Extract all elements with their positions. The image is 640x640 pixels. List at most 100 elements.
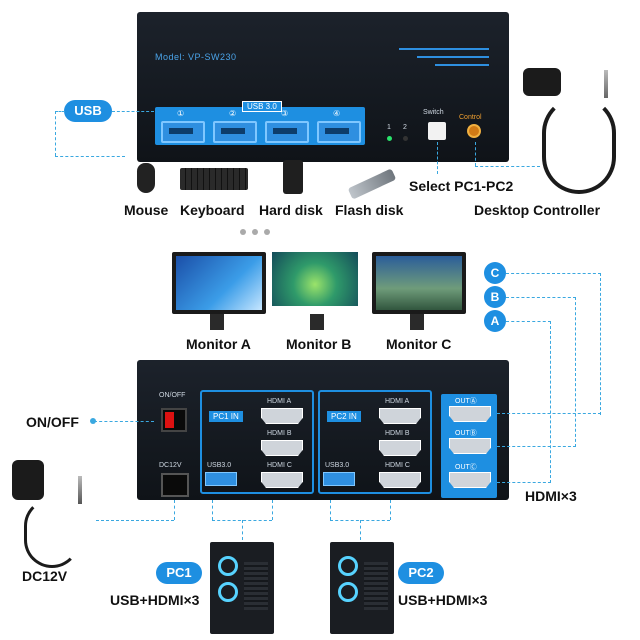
out-c-port[interactable] — [449, 472, 491, 488]
out-a-label: OUTⒶ — [455, 398, 477, 405]
pc1-hdmi-c-port[interactable] — [261, 472, 303, 488]
pc2-desc: USB+HDMI×3 — [398, 592, 488, 608]
pc1-desc: USB+HDMI×3 — [110, 592, 200, 608]
controller-line-v — [475, 142, 476, 166]
dc-port-label: DC12V — [159, 462, 182, 469]
usb-port-1[interactable] — [161, 121, 205, 143]
keyboard-label: Keyboard — [180, 202, 245, 218]
led-off — [403, 136, 408, 141]
switch-button[interactable] — [428, 122, 446, 140]
mouse-label: Mouse — [124, 202, 169, 218]
pc1-hdmi-b-port[interactable] — [261, 440, 303, 456]
on-off-label: ON/OFF — [26, 414, 79, 430]
power-adapter — [12, 460, 44, 500]
control-jack[interactable] — [467, 124, 481, 138]
usb-port-3[interactable] — [265, 121, 309, 143]
port-number-2: ② — [229, 109, 237, 118]
adapter-cable — [24, 498, 80, 568]
kvm-front-panel: Model: VP-SW230 USB 3.0 ① ② ③ ④ 1 2 Swit… — [137, 12, 509, 162]
usb-peripheral-vline — [55, 111, 56, 156]
led-label-2: 2 — [403, 124, 407, 131]
on-off-port-label: ON/OFF — [159, 392, 186, 399]
switch-line — [437, 142, 438, 174]
pc1-hdmi-a-port[interactable] — [261, 408, 303, 424]
monitor-c-label: Monitor C — [386, 336, 452, 352]
controller-puck[interactable] — [523, 68, 561, 96]
dc12v-label: DC12V — [22, 568, 68, 584]
pc2-usb-label: USB3.0 — [325, 462, 350, 469]
flash-disk-image — [347, 168, 397, 200]
badge-b: B — [484, 286, 506, 308]
pc1-hdmi-b-label: HDMI B — [267, 430, 292, 437]
pc1-tower — [210, 542, 274, 634]
out-b-label: OUTⒷ — [455, 430, 477, 437]
pc2-port-group — [318, 390, 432, 494]
controller-label: Desktop Controller — [474, 202, 601, 218]
pc2-line-vr — [390, 500, 391, 520]
pc2-hdmi-b-label: HDMI B — [385, 430, 410, 437]
pc1-usb-port[interactable] — [205, 472, 237, 486]
usb-badge: USB 3.0 — [242, 101, 282, 112]
pc1-in-badge: PC1 IN — [209, 411, 243, 422]
monitor-b-stand — [310, 314, 324, 330]
pc2-hdmi-b-port[interactable] — [379, 440, 421, 456]
line-c-h — [506, 273, 601, 274]
usb-a-icon — [265, 121, 309, 143]
select-label: Select PC1-PC2 — [409, 178, 514, 194]
monitor-b-label: Monitor B — [286, 336, 352, 352]
dc-line-h — [96, 520, 174, 521]
pc1-hdmi-a-label: HDMI A — [267, 398, 292, 405]
hdmi-x3-label: HDMI×3 — [525, 488, 577, 504]
pc1-hdmi-c-label: HDMI C — [267, 462, 292, 469]
led-label-1: 1 — [387, 124, 391, 131]
out-c-label: OUTⒸ — [455, 464, 477, 471]
pc2-hdmi-c-port[interactable] — [379, 472, 421, 488]
pc2-tower — [330, 542, 394, 634]
dc-plug — [78, 476, 82, 504]
out-b-port[interactable] — [449, 438, 491, 454]
hard-disk-image — [283, 160, 303, 194]
usb-peripheral-line — [55, 111, 65, 112]
power-switch[interactable] — [161, 408, 187, 432]
dc-line-v — [174, 500, 175, 520]
line-a-h — [506, 321, 551, 322]
line-a-v — [550, 321, 551, 483]
usb-port-4[interactable] — [317, 121, 361, 143]
pc1-port-group — [200, 390, 314, 494]
pc1-tag: PC1 — [156, 562, 202, 584]
usb-a-icon — [317, 121, 361, 143]
port-number-4: ④ — [333, 109, 341, 118]
badge-a: A — [484, 310, 506, 332]
keyboard-image — [180, 168, 248, 190]
hard-disk-label: Hard disk — [259, 202, 323, 218]
controller-plug — [604, 70, 608, 98]
usb-a-icon — [161, 121, 205, 143]
pc2-usb-port[interactable] — [323, 472, 355, 486]
out-c-line — [497, 482, 551, 483]
pc2-hdmi-a-port[interactable] — [379, 408, 421, 424]
pc2-in-badge: PC2 IN — [327, 411, 361, 422]
usb-peripheral-hline — [55, 156, 125, 157]
pc2-hdmi-a-label: HDMI A — [385, 398, 410, 405]
pc1-usb-label: USB3.0 — [207, 462, 232, 469]
model-label: Model: VP-SW230 — [155, 52, 237, 62]
usb-port-2[interactable] — [213, 121, 257, 143]
port-number-3: ③ — [281, 109, 289, 118]
out-a-line — [497, 413, 601, 414]
controller-cable — [542, 96, 616, 194]
port-number-1: ① — [177, 109, 185, 118]
flash-disk-label: Flash disk — [335, 202, 404, 218]
dc-jack[interactable] — [161, 473, 189, 497]
line-b-v — [575, 297, 576, 447]
monitor-a-label: Monitor A — [186, 336, 251, 352]
pc1-line-down — [242, 520, 243, 540]
pc2-line-vl — [330, 500, 331, 520]
front-stripes — [399, 48, 489, 78]
out-a-port[interactable] — [449, 406, 491, 422]
switch-label: Switch — [423, 109, 444, 116]
on-off-dot — [90, 418, 96, 424]
line-b-h — [506, 297, 576, 298]
badge-c: C — [484, 262, 506, 284]
monitor-c-screen — [372, 252, 466, 314]
pc1-line-vl — [212, 500, 213, 520]
